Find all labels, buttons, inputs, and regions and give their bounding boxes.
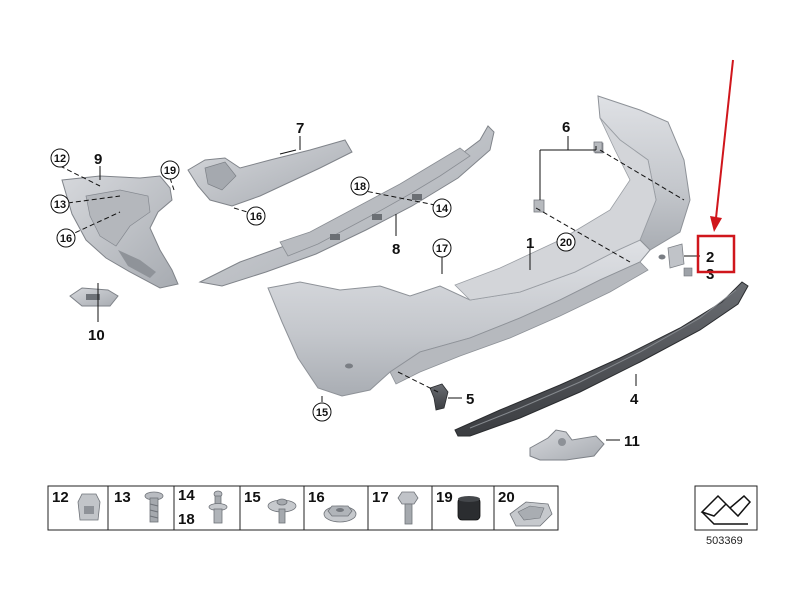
leader-lines: [59, 136, 700, 441]
rear-diffuser-trim: [454, 281, 749, 437]
mounting-clip-6: [533, 141, 603, 213]
callout-6: 6: [562, 119, 570, 136]
bracket-clip-part: [69, 287, 119, 307]
svg-text:14: 14: [436, 203, 449, 215]
svg-text:17: 17: [372, 489, 389, 506]
callout-1: 1: [526, 235, 534, 252]
fastener-table: 12 13 14 18: [47, 485, 559, 531]
callout-circle-14: 14: [432, 198, 452, 218]
svg-text:15: 15: [316, 407, 328, 419]
table-cell-12: 12: [52, 489, 101, 521]
collar-screw-icon: [267, 498, 297, 524]
small-bracket-5: [429, 383, 449, 411]
callout-4: 4: [630, 391, 639, 408]
callout-circle-18: 18: [350, 176, 370, 196]
table-cell-20: 20: [498, 489, 553, 527]
callout-circle-19: 19: [160, 160, 180, 180]
svg-text:18: 18: [178, 511, 195, 528]
side-bracket-left: [61, 175, 179, 289]
callout-circle-20: 20: [556, 232, 576, 252]
callout-3: 3: [706, 266, 714, 283]
table-cell-19: 19: [436, 489, 481, 521]
svg-text:14: 14: [178, 487, 195, 504]
callout-circle-16-mid: 16: [246, 206, 266, 226]
reference-number: 503369: [706, 535, 743, 547]
svg-text:13: 13: [114, 489, 131, 506]
callout-circle-15: 15: [312, 402, 332, 422]
highlight-annotation: [696, 59, 736, 274]
callout-2: 2: [706, 249, 714, 266]
callout-circle-16-left: 16: [56, 228, 76, 248]
svg-text:18: 18: [354, 181, 366, 193]
svg-text:20: 20: [498, 489, 515, 506]
seal-3: [683, 267, 693, 277]
table-cell-13: 13: [114, 489, 164, 523]
callout-circle-12: 12: [50, 148, 70, 168]
svg-text:15: 15: [244, 489, 261, 506]
rubber-buffer-icon: [457, 496, 481, 521]
svg-text:12: 12: [52, 489, 69, 506]
callout-5: 5: [466, 391, 474, 408]
bumper-carrier-bracket: [198, 125, 495, 287]
table-cell-15: 15: [244, 489, 297, 524]
upper-mounting-bracket: [187, 139, 353, 207]
callout-8: 8: [392, 241, 400, 258]
callout-circle-17: 17: [432, 238, 452, 258]
red-arrow-icon: [710, 216, 722, 232]
highlight-box: [696, 234, 736, 274]
table-cell-17: 17: [372, 489, 419, 525]
svg-text:19: 19: [164, 165, 176, 177]
reflector-cover-2: [667, 243, 685, 269]
callout-11: 11: [624, 433, 640, 450]
svg-text:12: 12: [54, 153, 66, 165]
svg-text:19: 19: [436, 489, 453, 506]
diagram-reference-box: 503369: [694, 485, 758, 547]
svg-text:20: 20: [560, 237, 572, 249]
svg-text:17: 17: [436, 243, 448, 255]
svg-text:16: 16: [250, 211, 262, 223]
callout-9: 9: [94, 151, 102, 168]
hex-bolt-icon: [397, 491, 419, 525]
circled-callouts: 12 13 16 19 16 18 14 17: [50, 148, 576, 422]
orientation-arrow-icon: [700, 494, 752, 525]
rear-bumper-trim-panel: [267, 95, 691, 397]
screw-icon: [144, 491, 164, 523]
expansion-rivet-icon: [208, 490, 228, 524]
table-cell-16: 16: [308, 489, 357, 523]
callout-labels: 1 2 3 4 5 6 7 8 9 10 11: [88, 119, 714, 450]
spring-clip-icon: [509, 501, 553, 527]
push-clip-icon: [77, 493, 101, 521]
svg-text:13: 13: [54, 199, 66, 211]
svg-text:16: 16: [308, 489, 325, 506]
hex-nut-icon: [323, 505, 357, 523]
holder-bracket-11: [529, 429, 605, 461]
callout-7: 7: [296, 120, 304, 137]
table-cell-14-18: 14 18: [178, 487, 228, 528]
callout-10: 10: [88, 327, 105, 344]
svg-text:16: 16: [60, 233, 72, 245]
callout-circle-13: 13: [50, 194, 70, 214]
